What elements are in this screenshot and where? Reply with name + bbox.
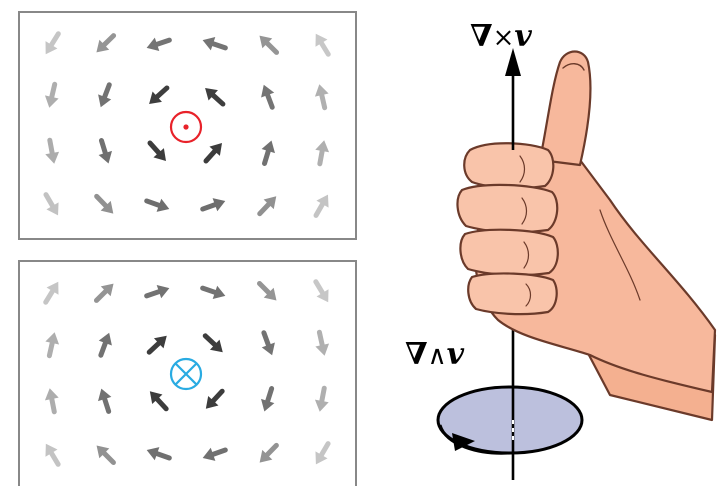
field-arrow-head	[98, 94, 112, 108]
field-arrow-head	[45, 41, 58, 55]
field-arrow-head	[315, 33, 328, 47]
rotation-arrow-head	[452, 433, 475, 451]
panel-frame-bottom	[18, 260, 357, 486]
field-arrow-head	[263, 196, 277, 210]
field-arrow-head	[314, 399, 329, 412]
field-arrow-head	[146, 37, 160, 51]
field-panel-bottom	[18, 260, 357, 486]
field-panel-top	[18, 11, 357, 240]
wedge-label: ∇∧v	[405, 337, 465, 372]
field-arrow-head	[44, 95, 59, 108]
field-arrows-bottom	[43, 279, 331, 467]
field-arrow-head	[149, 391, 163, 405]
field-arrow-head	[98, 388, 112, 402]
field-arrow-head	[205, 87, 218, 101]
field-arrow-head	[146, 447, 160, 461]
field-arrow-head	[45, 443, 58, 457]
field-arrow-head	[202, 37, 216, 51]
right-hand-rule: ∇×v ∇∧v	[405, 19, 717, 480]
up-arrow-head	[505, 48, 521, 76]
rotation-arrow-icon	[438, 424, 511, 455]
field-arrow-head	[261, 140, 275, 154]
field-arrow-head	[261, 342, 275, 356]
field-arrow-head	[153, 335, 167, 349]
field-arrow-head	[100, 283, 114, 297]
field-arrow-head	[153, 148, 166, 161]
field-arrow-head	[100, 200, 114, 214]
field-arrow-head	[156, 285, 170, 299]
curl-label: ∇×v	[470, 19, 532, 54]
field-arrow-head	[315, 451, 328, 465]
panel-frame-top	[18, 11, 357, 240]
dot-circle-icon	[169, 110, 203, 144]
field-arrows-top	[43, 31, 331, 218]
field-arrow-head	[259, 449, 273, 463]
field-arrow-head	[96, 445, 110, 459]
field-arrow-head	[44, 388, 59, 401]
field-arrow-head	[45, 332, 60, 345]
field-arrow-head	[46, 281, 59, 295]
field-arrow-head	[212, 198, 226, 212]
field-arrow-head	[46, 202, 59, 216]
field-arrow-head	[263, 287, 277, 301]
cross-circle-icon	[169, 357, 203, 391]
field-arrow-head	[261, 84, 275, 98]
field-arrow-head	[98, 332, 112, 346]
field-arrow-head	[314, 84, 329, 97]
thumbs-up-hand-icon	[456, 50, 717, 422]
field-arrow-head	[259, 35, 273, 49]
field-arrow-head	[96, 39, 110, 53]
field-arrow-head	[202, 447, 216, 461]
field-arrow-head	[149, 91, 162, 105]
field-arrow-head	[315, 343, 330, 356]
field-arrow-head	[45, 151, 60, 164]
field-arrow-head	[212, 285, 226, 299]
field-arrow-head	[316, 194, 329, 208]
field-arrow-head	[156, 198, 170, 212]
field-arrow-head	[209, 143, 222, 156]
field-arrow-head	[315, 140, 330, 153]
field-arrow-head	[98, 150, 112, 164]
field-arrow-head	[209, 339, 223, 353]
field-arrow-head	[261, 398, 275, 412]
field-arrow-head	[316, 289, 329, 303]
field-arrow-head	[205, 395, 219, 409]
